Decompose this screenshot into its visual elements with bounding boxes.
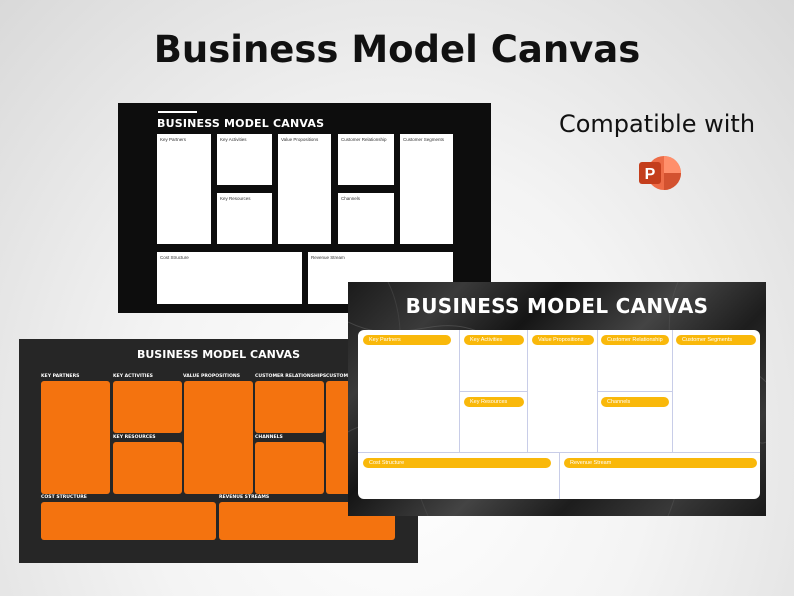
channels-box (255, 442, 324, 494)
channels-label: CHANNELS (255, 435, 283, 440)
key-partners-label: Key Partners (363, 335, 451, 345)
page-title: Business Model Canvas (153, 28, 641, 71)
slide-title: BUSINESS MODEL CANVAS (157, 117, 325, 130)
compatible-with-label: Compatible with (558, 110, 756, 138)
cost-structure-label: COST STRUCTURE (41, 495, 87, 500)
grid-divider (597, 330, 598, 452)
key-partners-label: Key Partners (160, 137, 187, 142)
cost-structure-box: Cost Structure (157, 252, 302, 304)
key-activities-box (113, 381, 182, 433)
value-propositions-label: VALUE PROPOSITIONS (183, 374, 241, 379)
customer-relationship-box: Customer Relationship (338, 134, 394, 185)
value-propositions-box: Value Propositions (278, 134, 331, 244)
key-activities-label: Key Activities (464, 335, 524, 345)
customer-relationships-box (255, 381, 324, 433)
key-resources-box: Key Resources (217, 193, 272, 244)
key-resources-label: Key Resources (220, 196, 251, 201)
key-activities-label: Key Activities (220, 137, 247, 142)
revenue-stream-label: Revenue Stream (564, 458, 757, 468)
key-resources-label: KEY RESOURCES (113, 435, 156, 440)
key-activities-label: KEY ACTIVITIES (113, 374, 153, 379)
key-partners-box: Key Partners (157, 134, 211, 244)
grid-divider (459, 330, 460, 452)
slide-preview-marble: BUSINESS MODEL CANVAS Key Partners Key A… (348, 282, 766, 516)
grid-divider (559, 452, 560, 499)
title-rule (158, 111, 197, 113)
value-propositions-box (184, 381, 253, 494)
customer-segments-label: CUSTOME (326, 374, 352, 379)
powerpoint-letter: P (645, 166, 656, 183)
cost-structure-box (41, 502, 216, 540)
grid-divider (672, 330, 673, 452)
customer-relationship-label: Customer Relationship (601, 335, 669, 345)
revenue-stream-label: Revenue Stream (311, 255, 345, 260)
key-resources-box (113, 442, 182, 494)
key-partners-box (41, 381, 110, 494)
value-propositions-label: Value Propositions (281, 137, 319, 142)
customer-segments-label: Customer Segments (676, 335, 756, 345)
key-partners-label: KEY PARTNERS (41, 374, 80, 379)
slide-title: BUSINESS MODEL CANVAS (405, 294, 709, 318)
powerpoint-icon: P (639, 156, 681, 190)
grid-divider (527, 330, 528, 452)
customer-segments-label: Customer Segments (403, 137, 445, 142)
customer-relationships-label: CUSTOMER RELATIONSHIPS (255, 374, 327, 379)
channels-label: Channels (341, 196, 361, 201)
canvas-board: Key Partners Key Activities Value Propos… (358, 330, 760, 499)
grid-divider (460, 391, 527, 392)
key-activities-box: Key Activities (217, 134, 272, 185)
grid-divider (598, 391, 672, 392)
value-propositions-label: Value Propositions (532, 335, 594, 345)
cost-structure-label: Cost Structure (160, 255, 189, 260)
grid-divider (358, 452, 760, 453)
channels-box: Channels (338, 193, 394, 244)
cost-structure-label: Cost Structure (363, 458, 551, 468)
customer-segments-box: Customer Segments (400, 134, 453, 244)
slide-title: BUSINESS MODEL CANVAS (136, 348, 300, 361)
key-resources-label: Key Resources (464, 397, 524, 407)
customer-relationship-label: Customer Relationship (341, 137, 387, 142)
channels-label: Channels (601, 397, 669, 407)
revenue-streams-label: REVENUE STREAMS (219, 495, 270, 500)
